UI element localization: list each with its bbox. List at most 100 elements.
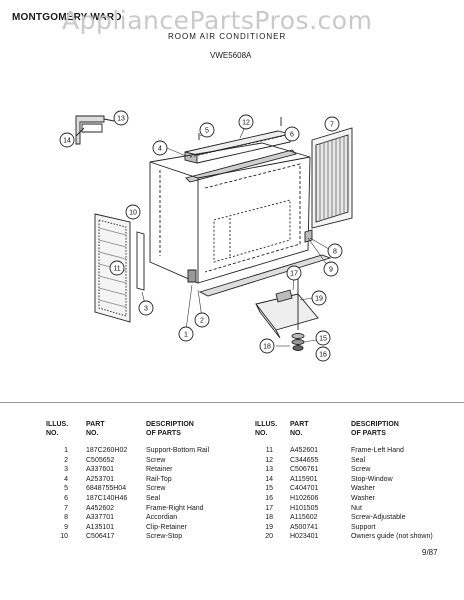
part-description: Rail-Top <box>146 475 172 483</box>
svg-text:8: 8 <box>333 249 337 256</box>
part-description: Seal <box>146 494 161 502</box>
part-no: A452602 <box>86 504 115 512</box>
cabinet-sleeve <box>149 142 311 284</box>
illus-no: 11 <box>265 447 273 454</box>
screw-part <box>185 117 297 183</box>
watermark: AppliancePartsPros.com <box>62 6 373 35</box>
illus-no: 17 <box>265 504 273 512</box>
illus-no: 9 <box>64 523 68 531</box>
illus-no: 1 <box>64 447 68 454</box>
part-description: Screw-Adjustable <box>351 514 406 522</box>
part-no: A337601 <box>86 466 115 474</box>
part-description: Nut <box>351 504 362 512</box>
svg-text:1: 1 <box>184 332 188 339</box>
svg-text:2: 2 <box>200 318 204 325</box>
part-description: Screw-Stop <box>146 533 183 541</box>
svg-text:19: 19 <box>315 296 323 303</box>
svg-text:4: 4 <box>158 146 162 153</box>
svg-text:17: 17 <box>290 271 298 278</box>
svg-text:16: 16 <box>319 352 327 359</box>
brand-name: MONTGOMERY WARD <box>12 12 122 23</box>
part-description: Support <box>351 523 376 531</box>
callout-16: 16 <box>315 346 331 362</box>
part-description: Clip-Retainer <box>146 523 187 531</box>
illus-no: 15 <box>265 485 273 493</box>
callout-12: 12 <box>238 114 254 130</box>
callout-14: 14 <box>59 132 75 148</box>
part-no: A253701 <box>86 475 115 483</box>
part-no: H102606 <box>290 494 319 502</box>
svg-text:7: 7 <box>330 122 334 129</box>
part-no: C344655 <box>290 456 319 464</box>
callout-13: 13 <box>113 110 129 126</box>
illus-no: 4 <box>64 475 68 483</box>
part-no: 187C260H02 <box>86 447 128 454</box>
illus-no: 12 <box>265 456 273 464</box>
illus-no: 5 <box>64 485 68 493</box>
part-description: Frame-Right Hand <box>146 504 204 512</box>
part-description: Support-Bottom Rail <box>146 447 210 454</box>
bottom-rail-part <box>187 254 332 297</box>
part-description: Seal <box>351 456 366 464</box>
callout-1: 1 <box>178 326 194 342</box>
part-no: A135101 <box>86 523 115 531</box>
illus-no: 16 <box>265 494 273 502</box>
part-no: 6848755H04 <box>86 485 127 493</box>
svg-text:18: 18 <box>263 344 271 351</box>
illus-no: 3 <box>64 466 68 474</box>
part-description: Owners guide (not shown) <box>351 533 433 541</box>
callout-17: 17 <box>286 265 302 281</box>
illus-no: 2 <box>64 456 68 464</box>
svg-text:15: 15 <box>319 336 327 343</box>
part-description: Stop-Window <box>351 475 393 483</box>
part-description: Screw <box>146 485 166 493</box>
part-no: A115602 <box>290 514 318 522</box>
part-no: C404701 <box>290 485 319 493</box>
top-rail-part <box>184 130 291 164</box>
svg-text:13: 13 <box>117 116 125 123</box>
right-hand-frame-part <box>304 127 353 243</box>
svg-text:10: 10 <box>129 210 137 217</box>
svg-text:6: 6 <box>290 132 294 139</box>
illus-no: 13 <box>265 466 273 474</box>
callout-3: 3 <box>138 300 154 316</box>
document-subtitle: ROOM AIR CONDITIONER <box>168 32 287 41</box>
part-no: A500741 <box>290 523 319 531</box>
part-description: Retainer <box>146 466 173 474</box>
callout-18: 18 <box>259 338 275 354</box>
part-no: A337701 <box>86 514 115 522</box>
part-no: 187C140H46 <box>86 494 128 502</box>
part-no: C506761 <box>290 466 319 474</box>
part-description: Washer <box>351 485 375 493</box>
callout-5: 5 <box>199 122 215 138</box>
svg-text:3: 3 <box>144 306 148 313</box>
part-no: C505652 <box>86 456 115 464</box>
callout-8: 8 <box>327 243 343 259</box>
part-description: Accordian <box>146 514 178 522</box>
illus-no: 7 <box>64 504 68 512</box>
callout-15: 15 <box>315 330 331 346</box>
part-no: C506417 <box>86 533 115 541</box>
callout-9: 9 <box>323 261 339 277</box>
illus-no: 8 <box>64 514 68 522</box>
support-bracket-part <box>255 276 319 351</box>
illus-no: 18 <box>265 514 273 522</box>
callout-11: 11 <box>109 260 125 276</box>
callout-7: 7 <box>324 116 340 132</box>
exploded-parts-diagram: 1 2 3 4 5 6 7 8 9 10 11 12 13 14 15 16 1… <box>59 110 353 362</box>
window-stop-part <box>75 115 115 145</box>
part-description: Screw <box>351 466 371 474</box>
part-description: Washer <box>351 494 375 502</box>
section-divider <box>0 402 464 403</box>
part-no: A452601 <box>290 447 319 454</box>
illus-no-header: ILLUS.NO. <box>46 421 69 437</box>
illus-no: 20 <box>265 533 273 541</box>
svg-text:11: 11 <box>113 266 120 273</box>
part-description: Screw <box>146 456 166 464</box>
callout-4: 4 <box>152 140 168 156</box>
callout-19: 19 <box>311 290 327 306</box>
